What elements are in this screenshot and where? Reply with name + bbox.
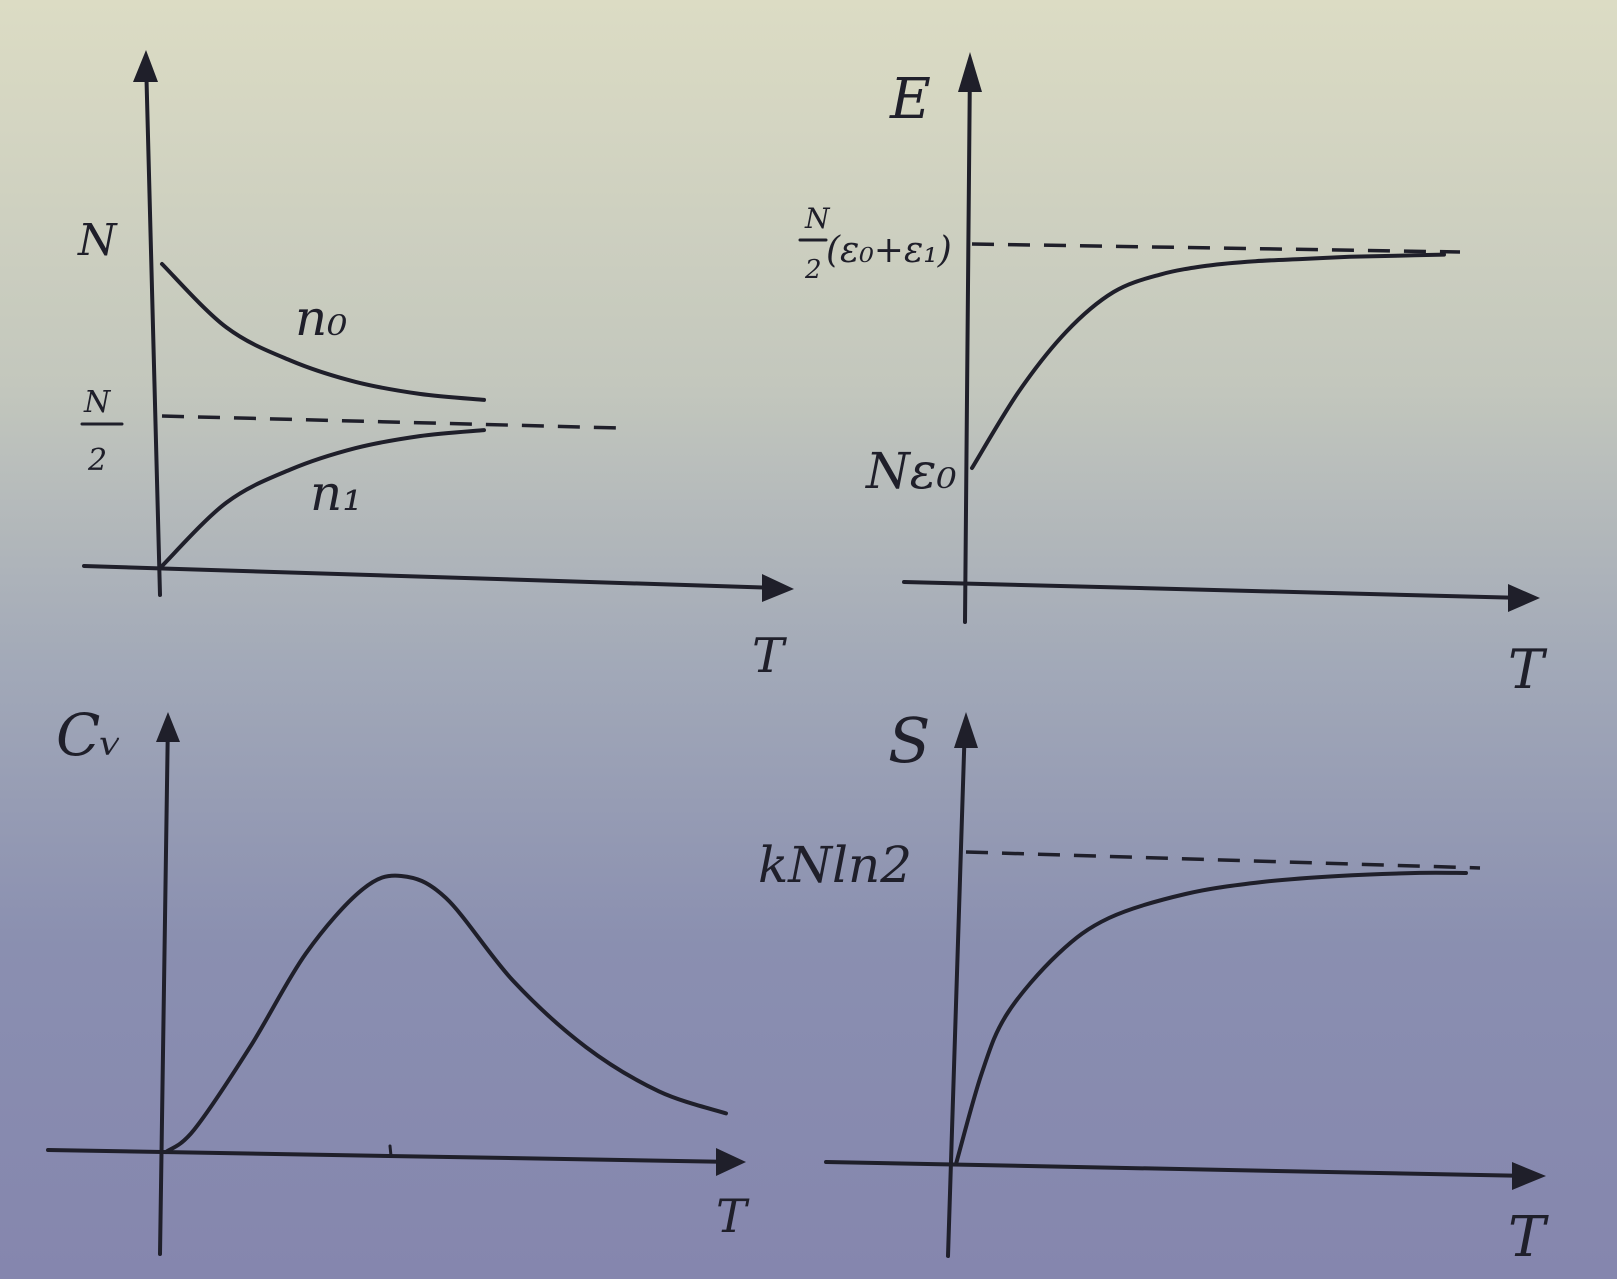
- p4-x-axis-arrow: [1512, 1162, 1546, 1190]
- p2-ytick-high-den: 2: [804, 255, 822, 285]
- p1-x-axis: [82, 564, 782, 590]
- p2-y-axis-arrow: [958, 52, 982, 92]
- p1-y-axis-arrow: [133, 50, 158, 82]
- p1-series-n0-label: n₀: [295, 289, 347, 347]
- p4-series-line: [954, 870, 1468, 1166]
- p1-series-n1-label: n₁: [310, 464, 362, 522]
- p3-y-axis-arrow: [156, 712, 180, 742]
- p1-y-axis: [144, 58, 162, 597]
- panel-occupation: N N 2 n₀ n₁ T: [77, 50, 794, 684]
- p3-ylabel: Cᵥ: [56, 701, 122, 769]
- p2-series-line: [970, 252, 1446, 470]
- p2-x-axis-arrow: [1508, 584, 1540, 612]
- p2-ytick-low: Nε₀: [865, 442, 957, 500]
- p4-asymptote-line: [965, 850, 1481, 870]
- p2-ylabel: E: [889, 67, 931, 132]
- p1-series-n1-line: [160, 428, 486, 568]
- p4-y-axis: [946, 720, 967, 1258]
- p3-x-axis-arrow: [716, 1148, 746, 1176]
- p1-ytick-half-den: 2: [87, 443, 107, 478]
- p1-xlabel: T: [752, 628, 787, 684]
- p2-y-axis: [963, 60, 972, 624]
- p1-asymptote-line: [161, 414, 621, 430]
- p4-xlabel: T: [1508, 1205, 1549, 1270]
- p2-ytick-high-rest: (ε₀+ε₁): [826, 230, 952, 271]
- p4-ylabel: S: [888, 704, 930, 777]
- p1-x-axis-arrow: [762, 574, 794, 602]
- p2-asymptote-line: [971, 242, 1461, 254]
- p4-ytick-high: kNln2: [758, 836, 912, 894]
- p3-x-tick: [388, 1144, 393, 1158]
- p1-ytick-half-num: N: [83, 385, 112, 420]
- panel-heat-capacity: Cᵥ T: [46, 701, 750, 1256]
- panel-entropy: S kNln2 T: [758, 704, 1549, 1270]
- p2-xlabel: T: [1508, 638, 1548, 701]
- p4-x-axis: [824, 1160, 1532, 1178]
- p1-ytick-N: N: [77, 215, 118, 266]
- p1-series-n0-line: [160, 262, 486, 402]
- p2-ytick-high-num: N: [804, 202, 831, 235]
- p4-y-axis-arrow: [954, 712, 978, 748]
- panel-energy: E N 2 (ε₀+ε₁) Nε₀ T: [798, 52, 1548, 701]
- p3-series-line: [164, 873, 728, 1154]
- p3-y-axis: [158, 716, 170, 1256]
- p2-x-axis: [902, 580, 1527, 600]
- p3-xlabel: T: [716, 1189, 750, 1243]
